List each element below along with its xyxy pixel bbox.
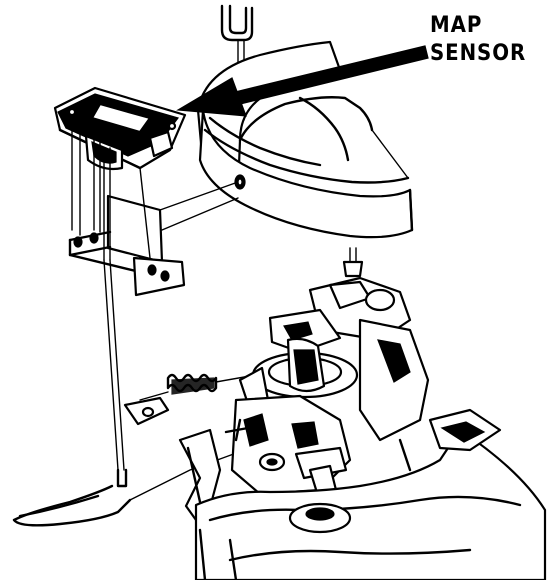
map-sensor	[53, 86, 187, 171]
air-cleaner-housing	[196, 40, 414, 239]
intake-manifold	[194, 408, 547, 580]
callout-line-2: SENSOR	[430, 41, 527, 66]
throttle-body	[224, 247, 430, 498]
throttle-spring	[123, 373, 251, 522]
screw-leader-lines	[71, 117, 151, 471]
callout-line-1: MAP	[430, 13, 483, 38]
mounting-bracket	[68, 181, 239, 297]
map-sensor-label: MAP SENSOR	[430, 12, 543, 68]
callout-arrow	[176, 45, 429, 117]
